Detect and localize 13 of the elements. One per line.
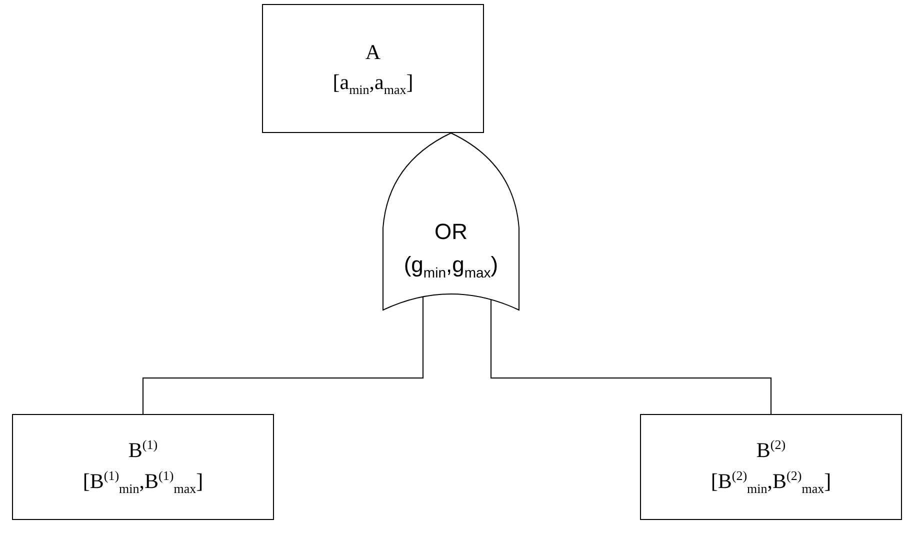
node-label: B$^{(2)}$ [756,436,786,464]
node-label: [B$^{(1)}$$_{min}$,B$^{(1)}$$_{max}$] [82,466,204,498]
connector-line [142,296,424,414]
event-box [640,414,902,520]
node-label: (g$_{min}$,g$_{max}$) [404,251,498,282]
node-label: [B$^{(2)}$$_{min}$,B$^{(2)}$$_{max}$] [710,466,832,498]
event-box [262,4,484,133]
event-box [12,414,274,520]
node-label: OR [434,218,468,246]
node-label: A [365,38,381,66]
node-label: [a$_{min}$,a$_{max}$] [332,69,414,100]
node-label: B$^{(1)}$ [128,436,158,464]
connector-line [490,299,772,414]
